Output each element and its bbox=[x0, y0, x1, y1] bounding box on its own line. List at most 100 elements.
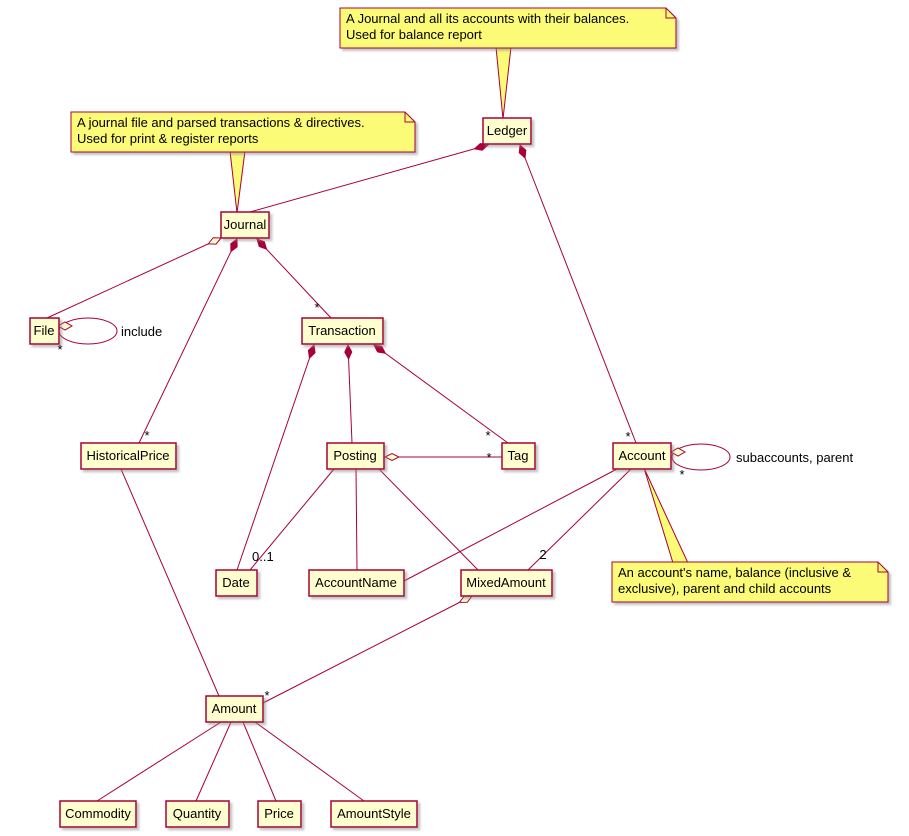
edge-ledger-account bbox=[520, 145, 637, 444]
account-label: Account bbox=[619, 448, 666, 463]
mult-journal-historicalprice: * bbox=[144, 428, 149, 443]
class-node-account: Account bbox=[612, 442, 672, 470]
edge-journal-historicalprice bbox=[138, 239, 237, 444]
price-box bbox=[257, 800, 302, 828]
class-node-journal: Journal bbox=[220, 211, 270, 239]
edge-amount-amountstyle bbox=[254, 721, 365, 802]
note-tail-ledger bbox=[495, 46, 512, 120]
tag-box bbox=[501, 442, 536, 470]
edge-mixedamount-amount bbox=[262, 596, 472, 704]
note-account: An account's name, balance (inclusive & … bbox=[611, 561, 889, 603]
edge-labels: include * subaccounts, parent * * * * * … bbox=[57, 300, 853, 703]
quantity-label: Quantity bbox=[173, 806, 222, 821]
accountname-box bbox=[308, 569, 405, 597]
note-account-fold-icon bbox=[877, 562, 888, 573]
file-label: File bbox=[34, 323, 55, 338]
class-node-commodity: Commodity bbox=[59, 800, 137, 828]
mult-transaction-tag: * bbox=[485, 428, 490, 443]
class-node-historicalprice: HistoricalPrice bbox=[80, 442, 177, 470]
date-label: Date bbox=[222, 575, 249, 590]
edge-transaction-tag bbox=[374, 345, 509, 444]
amount-label: Amount bbox=[212, 701, 257, 716]
edge-amount-price bbox=[242, 721, 277, 802]
mixedamount-label: MixedAmount bbox=[466, 575, 546, 590]
edge-account-mixedamount bbox=[527, 468, 632, 571]
edge-transaction-date bbox=[236, 345, 314, 571]
note-ledger: A Journal and all its accounts with thei… bbox=[339, 7, 677, 49]
mult-account-self: * bbox=[679, 467, 684, 482]
file-loop-diamond bbox=[56, 321, 74, 331]
note-journal-line2: Used for print & register reports bbox=[77, 131, 259, 146]
note-journal-fold-icon bbox=[404, 112, 415, 123]
file-box bbox=[29, 317, 60, 345]
class-node-price: Price bbox=[257, 800, 302, 828]
transaction-label: Transaction bbox=[308, 323, 375, 338]
class-node-mixedamount: MixedAmount bbox=[460, 569, 553, 597]
posting-box bbox=[326, 442, 385, 470]
edge-amount-commodity bbox=[96, 721, 222, 802]
class-node-tag: Tag bbox=[501, 442, 536, 470]
class-node-posting: Posting bbox=[326, 442, 385, 470]
ledger-label: Ledger bbox=[487, 123, 528, 138]
date-box bbox=[215, 569, 258, 597]
price-label: Price bbox=[264, 806, 294, 821]
mixedamount-box bbox=[460, 569, 553, 597]
file-self-loop bbox=[58, 317, 118, 345]
ledger-box bbox=[482, 117, 532, 145]
edge-posting-mixedamount bbox=[378, 468, 479, 571]
account-loop-diamond bbox=[669, 447, 687, 457]
note-account-line1: An account's name, balance (inclusive & bbox=[618, 565, 851, 580]
edge-posting-accountname bbox=[355, 468, 358, 571]
edge-journal-transaction bbox=[257, 239, 332, 319]
mult-account-mixedamount: 2 bbox=[539, 547, 546, 562]
account-self-loop bbox=[671, 443, 731, 471]
commodity-label: Commodity bbox=[65, 806, 131, 821]
class-node-file: File bbox=[29, 317, 60, 345]
edge-historicalprice-amount bbox=[120, 468, 220, 697]
edge-account-accountname bbox=[403, 468, 618, 582]
note-journal-line1: A journal file and parsed transactions &… bbox=[77, 115, 365, 130]
class-node-date: Date bbox=[215, 569, 258, 597]
note-ledger-shape bbox=[339, 7, 677, 49]
accountname-label: AccountName bbox=[315, 575, 397, 590]
note-tail-journal bbox=[229, 150, 246, 214]
note-journal-shape bbox=[70, 111, 416, 153]
edge-posting-date bbox=[249, 468, 335, 571]
class-node-amount: Amount bbox=[205, 695, 264, 723]
class-node-amountstyle: AmountStyle bbox=[330, 800, 418, 828]
edge-transaction-posting bbox=[348, 345, 353, 444]
historicalprice-label: HistoricalPrice bbox=[86, 448, 169, 463]
mult-posting-tag: * bbox=[486, 450, 491, 465]
note-tail-account bbox=[643, 467, 689, 564]
journal-box bbox=[220, 211, 270, 239]
class-node-ledger: Ledger bbox=[482, 117, 532, 145]
mult-ledger-account: * bbox=[625, 429, 630, 444]
journal-label: Journal bbox=[224, 217, 267, 232]
note-ledger-fold-icon bbox=[665, 8, 676, 19]
quantity-box bbox=[165, 800, 230, 828]
edge-amount-quantity bbox=[195, 721, 232, 802]
mult-file-include: * bbox=[57, 342, 62, 357]
amountstyle-label: AmountStyle bbox=[337, 806, 411, 821]
mult-transaction-date: 0..1 bbox=[252, 549, 274, 564]
class-node-quantity: Quantity bbox=[165, 800, 230, 828]
historicalprice-box bbox=[80, 442, 177, 470]
mult-mixedamount-amount: * bbox=[264, 688, 269, 703]
posting-label: Posting bbox=[333, 448, 376, 463]
note-ledger-line1: A Journal and all its accounts with thei… bbox=[346, 11, 629, 26]
transaction-box bbox=[301, 317, 384, 345]
mult-journal-transaction: * bbox=[314, 300, 319, 315]
edges bbox=[46, 145, 637, 802]
note-journal: A journal file and parsed transactions &… bbox=[70, 111, 416, 153]
amount-box bbox=[205, 695, 264, 723]
note-account-line2: exclusive), parent and child accounts bbox=[618, 581, 832, 596]
class-node-transaction: Transaction bbox=[301, 317, 384, 345]
account-box bbox=[612, 442, 672, 470]
note-ledger-line2: Used for balance report bbox=[346, 27, 482, 42]
class-node-accountname: AccountName bbox=[308, 569, 405, 597]
edge-journal-file bbox=[46, 238, 221, 319]
tag-label: Tag bbox=[508, 448, 529, 463]
commodity-box bbox=[59, 800, 137, 828]
